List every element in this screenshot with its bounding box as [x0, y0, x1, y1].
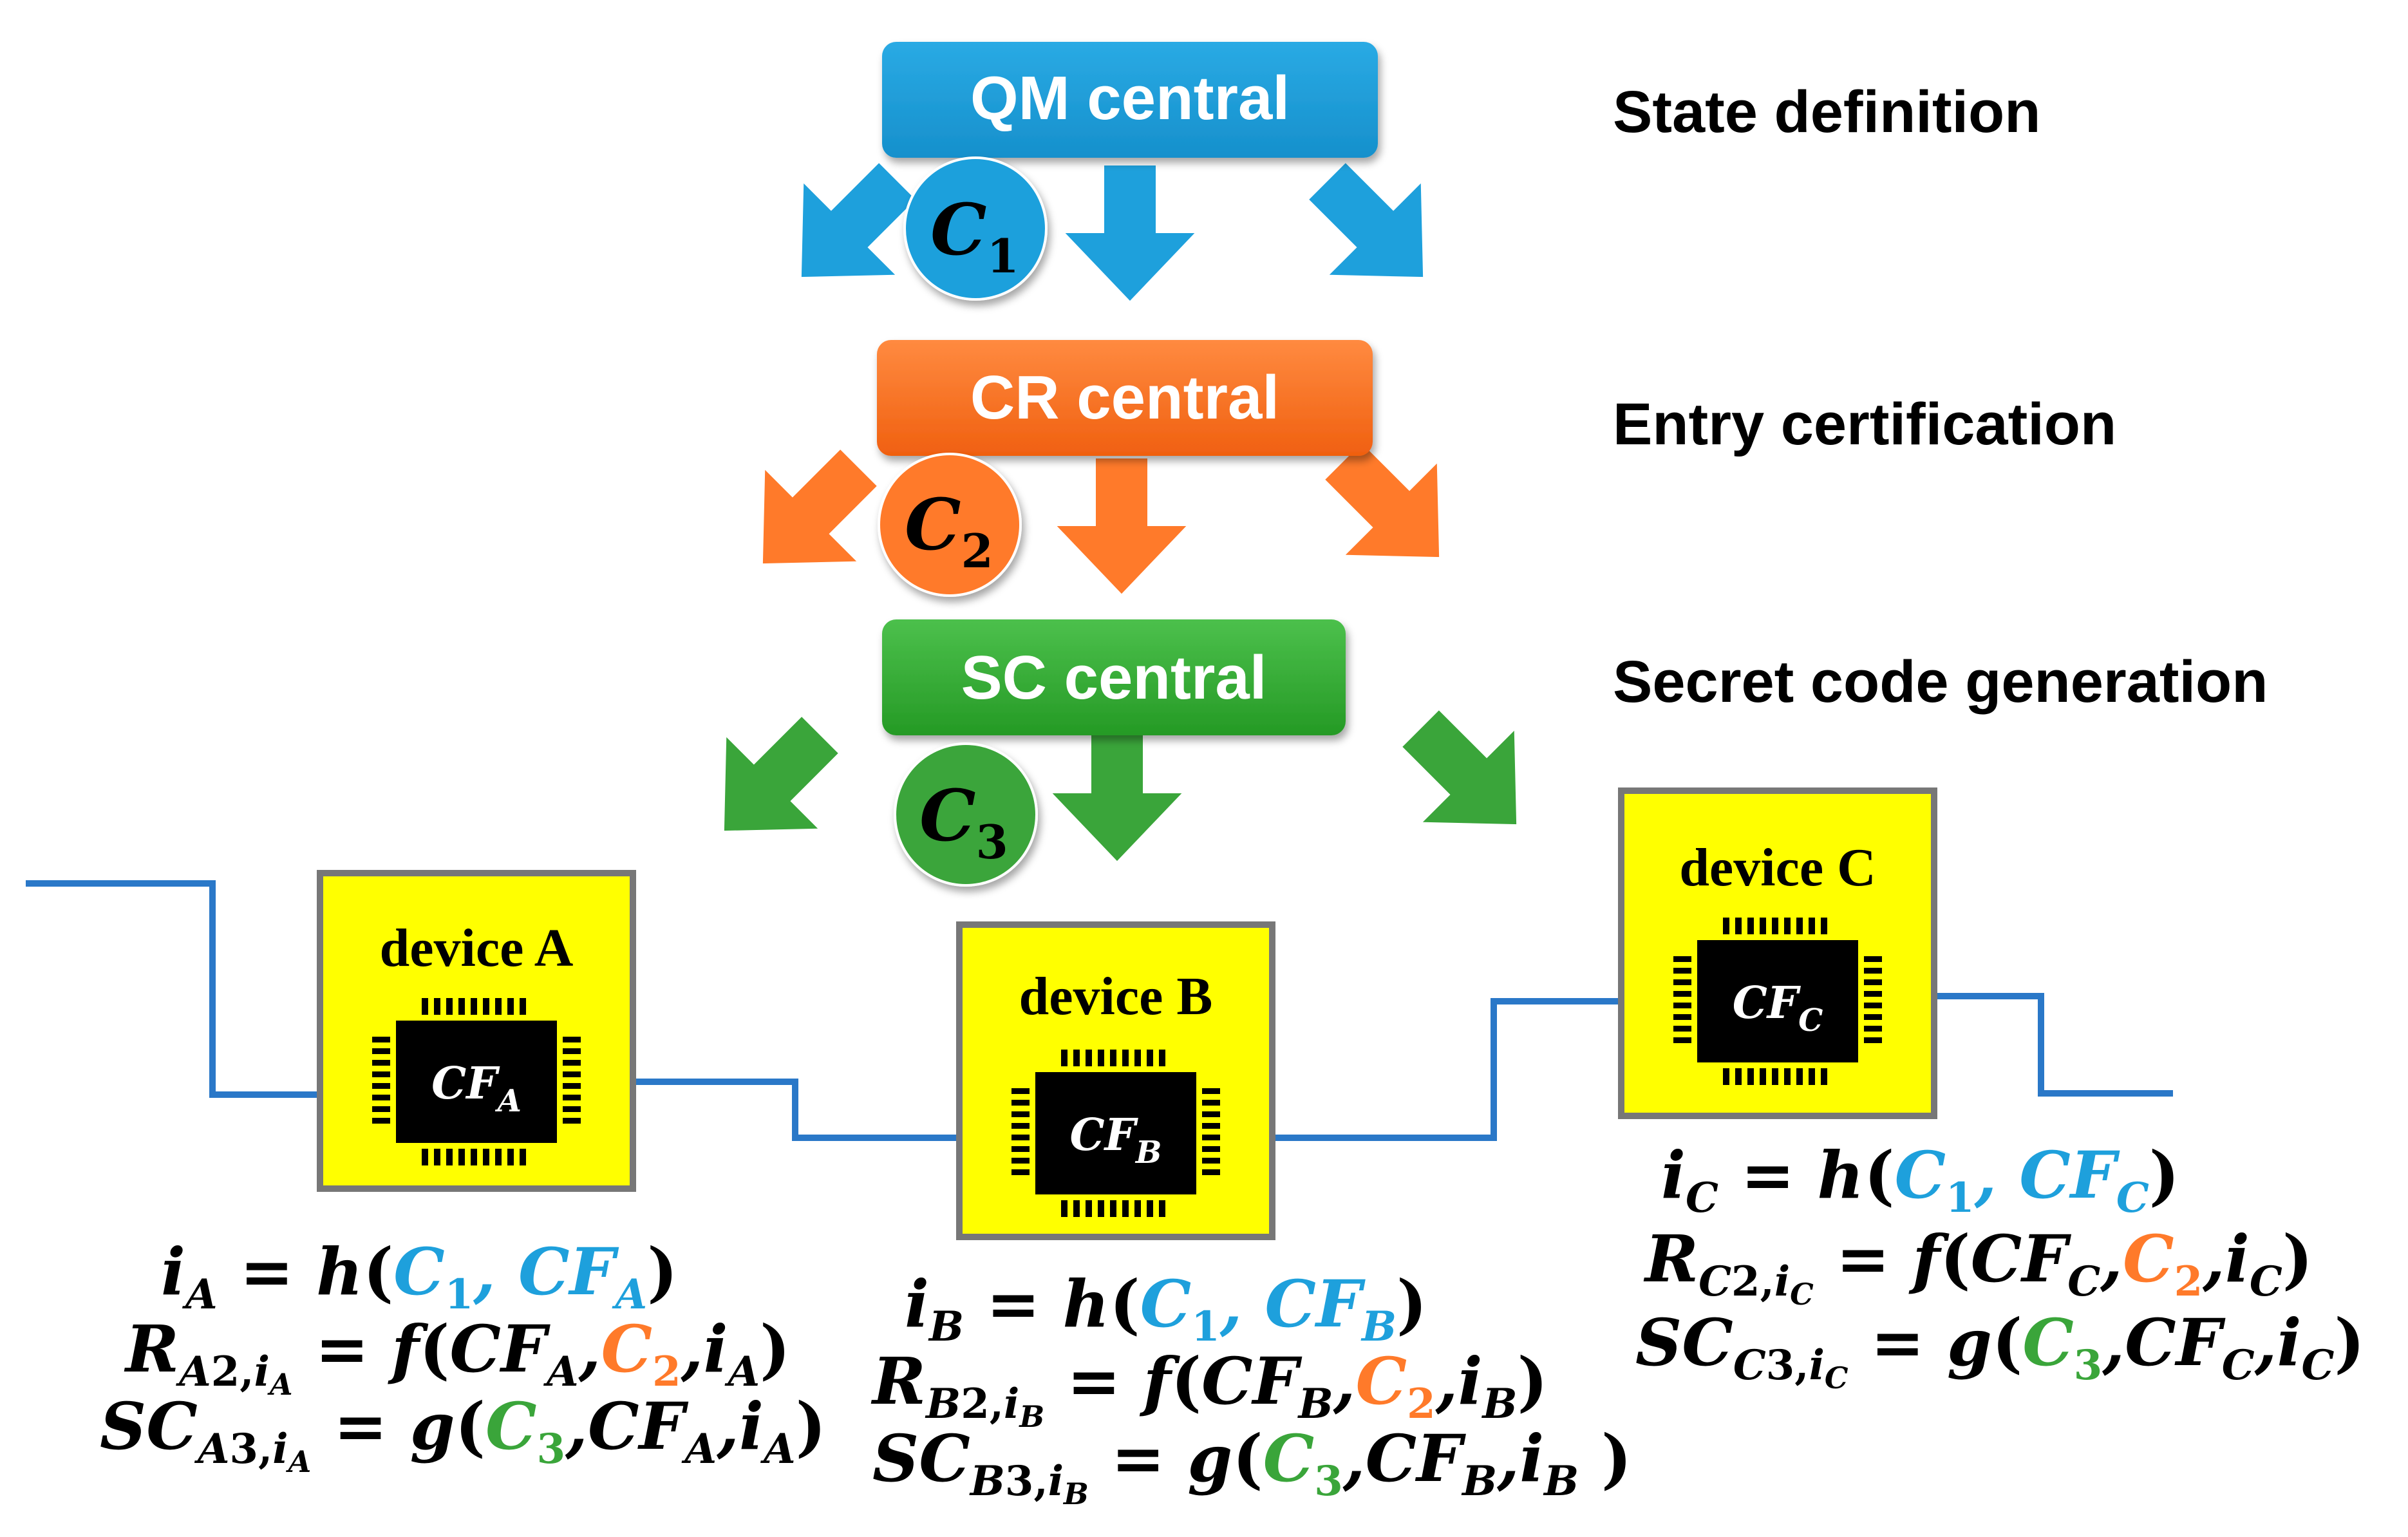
sc-central-box: SC central: [882, 619, 1346, 735]
c1-subscript: 1: [987, 229, 1019, 283]
network-wire: [579, 1079, 1004, 1141]
c3-subscript: 3: [976, 815, 1008, 869]
eq-rc: RC2,iC = f(CFC,C2,iC): [1643, 1221, 2313, 1312]
svg-text:CFC: CFC: [1733, 977, 1823, 1039]
c2-symbol: C: [905, 483, 961, 566]
cr-central-box: CR central: [877, 340, 1373, 456]
qm-arrows: [753, 133, 1472, 326]
equations-device-b: iB = h(C1, CFB) RB2,iB = f(CFB,C2,iB) SC…: [870, 1266, 1632, 1511]
eq-ia: iA = h(C1, CFA): [161, 1234, 678, 1319]
stage-label-sc: Secret code generation: [1613, 649, 2268, 715]
c1-symbol: C: [930, 188, 987, 271]
cr-central-label: CR central: [970, 363, 1279, 432]
network-wire: [1896, 993, 2173, 1097]
eq-scb: SCB3,iB = g(C3,CFB,iB ): [872, 1420, 1632, 1511]
cr-arrow-center: [1053, 456, 1190, 597]
chip-c-cf: CF: [1733, 977, 1801, 1029]
svg-text:C3: C3: [919, 774, 1008, 869]
key-c1-badge: C1: [903, 156, 1048, 301]
qm-central-box: QM central: [882, 42, 1378, 158]
eq-ic: iC = h(C1, CFC): [1661, 1137, 2179, 1222]
c3-symbol: C: [919, 774, 976, 857]
stage-label-qm: State definition: [1613, 79, 2040, 145]
svg-text:CFA: CFA: [431, 1058, 522, 1119]
svg-text:C1: C1: [930, 188, 1019, 283]
chip-b-cf: CF: [1070, 1109, 1139, 1161]
device-c: device C CFC: [1618, 787, 1937, 1119]
eq-ra: RA2,iA = f(CFA,C2,iA): [124, 1311, 790, 1402]
stage-label-cr: Entry certification: [1613, 391, 2116, 457]
key-c3-badge: C3: [894, 742, 1038, 887]
eq-scc: SCC3,iC = g(C3,CFC,iC): [1635, 1305, 2365, 1395]
key-c2-badge: C2: [878, 453, 1022, 597]
sc-arrow-center: [1048, 723, 1186, 864]
eq-ib: iB = h(C1, CFB): [905, 1266, 1427, 1351]
device-c-label: device C: [1679, 838, 1876, 898]
chip-c-sub: C: [1798, 1003, 1823, 1039]
device-a: device A CFA: [317, 870, 636, 1192]
device-b: device B CFB: [956, 921, 1275, 1240]
device-a-label: device A: [380, 918, 574, 978]
sc-arrow-right: [1372, 680, 1566, 874]
c2-subscript: 2: [961, 523, 993, 578]
device-b-label: device B: [1019, 967, 1213, 1026]
eq-rb: RB2,iB = f(CFB,C2,iB): [870, 1343, 1548, 1434]
chip-b-sub: B: [1134, 1135, 1162, 1171]
svg-text:C2: C2: [905, 483, 993, 578]
eq-sca: SCA3,iA = g(C3,CFA,iA): [100, 1388, 826, 1479]
svg-text:CFB: CFB: [1070, 1109, 1162, 1171]
sc-central-label: SC central: [961, 643, 1267, 712]
qm-arrow-right: [1279, 133, 1472, 326]
network-wire: [1223, 998, 1687, 1141]
qm-arrow-center: [1061, 163, 1199, 304]
equations-device-c: iC = h(C1, CFC) RC2,iC = f(CFC,C2,iC) SC…: [1635, 1137, 2365, 1395]
network-wire: [26, 880, 386, 1098]
qm-central-label: QM central: [970, 64, 1290, 133]
sc-arrow-left: [675, 686, 869, 880]
chip-a-sub: A: [495, 1083, 522, 1119]
chip-a-cf: CF: [431, 1058, 500, 1109]
equations-device-a: iA = h(C1, CFA) RA2,iA = f(CFA,C2,iA) SC…: [100, 1234, 826, 1479]
